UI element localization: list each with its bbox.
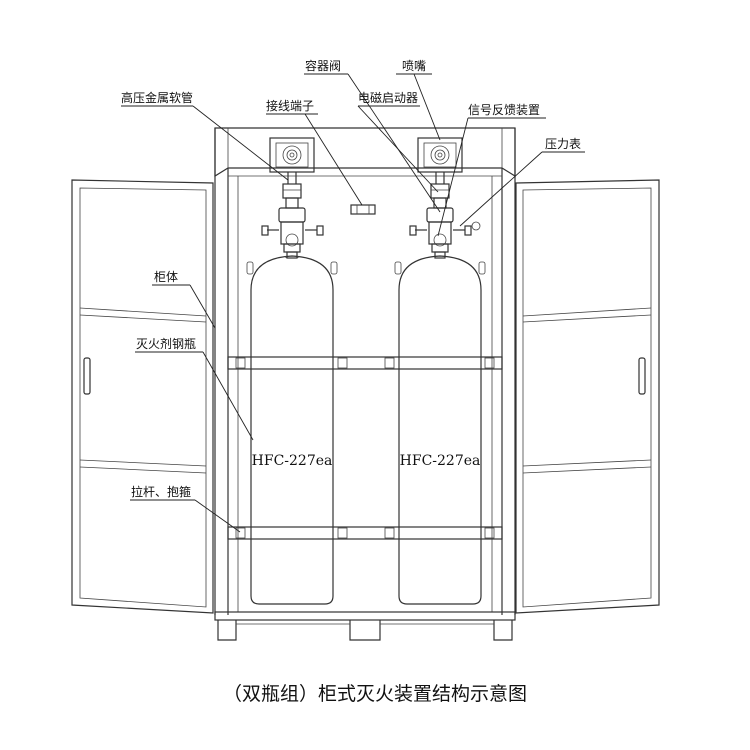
label-high-pressure-hose: 高压金属软管 bbox=[121, 90, 193, 105]
nozzle-right bbox=[417, 137, 463, 173]
tie-rod-lower bbox=[227, 526, 503, 540]
left-door-handle bbox=[83, 357, 91, 395]
diagram-caption: （双瓶组）柜式灭火装置结构示意图 bbox=[223, 683, 527, 705]
cylinder-right-label: HFC-227ea bbox=[400, 453, 481, 469]
nozzle-left bbox=[269, 137, 315, 173]
label-cabinet-body: 柜体 bbox=[154, 270, 178, 284]
signal-feedback-knob bbox=[471, 221, 481, 231]
label-signal-feedback: 信号反馈装置 bbox=[468, 103, 540, 117]
label-pressure-gauge: 压力表 bbox=[545, 137, 581, 151]
label-tie-rod-clamp: 拉杆、抱箍 bbox=[131, 484, 191, 499]
label-terminal-block: 接线端子 bbox=[266, 98, 314, 113]
leader-lines bbox=[121, 73, 585, 533]
agent-cylinder-right bbox=[394, 255, 486, 605]
agent-cylinder-left bbox=[246, 255, 338, 605]
valve-assembly-right bbox=[409, 172, 472, 259]
tie-rod-upper bbox=[227, 356, 503, 370]
label-container-valve: 容器阀 bbox=[305, 58, 341, 73]
label-solenoid-actuator: 电磁启动器 bbox=[358, 90, 418, 105]
right-door-handle bbox=[638, 357, 646, 395]
left-door bbox=[71, 179, 214, 614]
valve-assembly-left bbox=[261, 172, 324, 259]
cylinder-left-label: HFC-227ea bbox=[252, 453, 333, 469]
terminal-block bbox=[350, 204, 376, 215]
cabinet-body bbox=[214, 127, 516, 641]
right-door bbox=[515, 179, 660, 614]
label-nozzle: 喷嘴 bbox=[402, 59, 426, 73]
label-agent-cylinder: 灭火剂钢瓶 bbox=[136, 336, 196, 351]
